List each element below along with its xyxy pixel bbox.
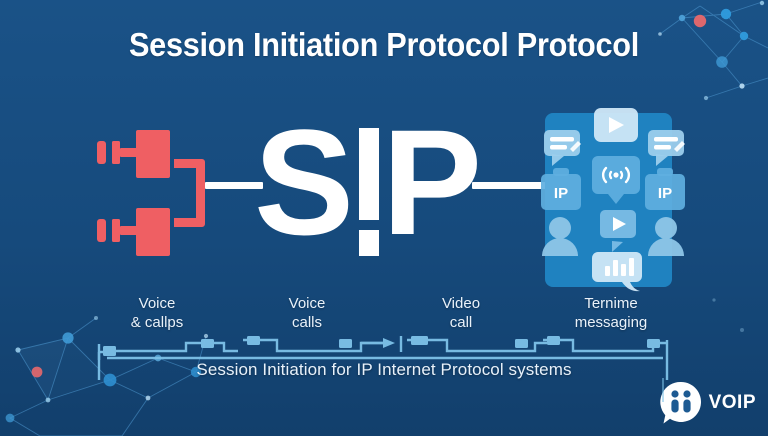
bottom-connector-bar <box>97 336 669 380</box>
speech-bubble-people-icon <box>659 381 701 424</box>
chat-bubble-left-icon <box>544 130 581 166</box>
column-label-messaging: Ternime messaging <box>536 294 686 332</box>
column-label-voice-calls-1: Voice & callps <box>82 294 232 332</box>
chat-bubble-right-icon <box>648 130 685 166</box>
column-label-line2: & callps <box>130 314 184 331</box>
person-right-icon <box>648 217 684 256</box>
logo-divider <box>662 378 664 402</box>
column-label-line1: Voice <box>288 295 326 312</box>
svg-text:P: P <box>382 118 482 266</box>
play-icon <box>594 108 638 142</box>
sip-logo-glyphs: S P <box>254 98 482 266</box>
column-label-line2: messaging <box>574 314 648 331</box>
column-label-line1: Video <box>441 295 481 312</box>
bar-chart-bubble-icon <box>592 252 642 292</box>
column-label-line1: Voice <box>138 295 176 312</box>
svg-text:S: S <box>258 118 354 266</box>
person-left-icon <box>542 217 578 256</box>
ip-tag-right-icon: IP <box>645 168 685 210</box>
caption-text: Session Initiation for IP Internet Proto… <box>196 360 572 379</box>
play-bubble-icon <box>600 210 636 252</box>
voip-brand-logo: VOIP <box>658 380 756 426</box>
column-label-voice-calls-2: Voice calls <box>232 294 382 332</box>
connector-line-right <box>472 182 546 189</box>
page-title: Session Initiation Protocol Protocol <box>128 26 640 63</box>
connector-line-left <box>205 182 263 189</box>
ip-tag-left-icon: IP <box>541 168 581 210</box>
column-label-video-call: Video call <box>386 294 536 332</box>
svg-text:IP: IP <box>658 185 672 202</box>
svg-text:IP: IP <box>554 185 568 202</box>
services-icon-cluster: IP IP <box>541 108 685 292</box>
sip-logo: S P <box>254 98 488 288</box>
wifi-signal-icon <box>592 156 640 204</box>
left-device-group <box>97 130 205 256</box>
column-label-line2: calls <box>291 314 322 331</box>
column-label-line1: Ternime <box>584 295 638 312</box>
voip-wordmark: VOIP <box>708 392 756 413</box>
column-label-line2: call <box>449 314 473 331</box>
